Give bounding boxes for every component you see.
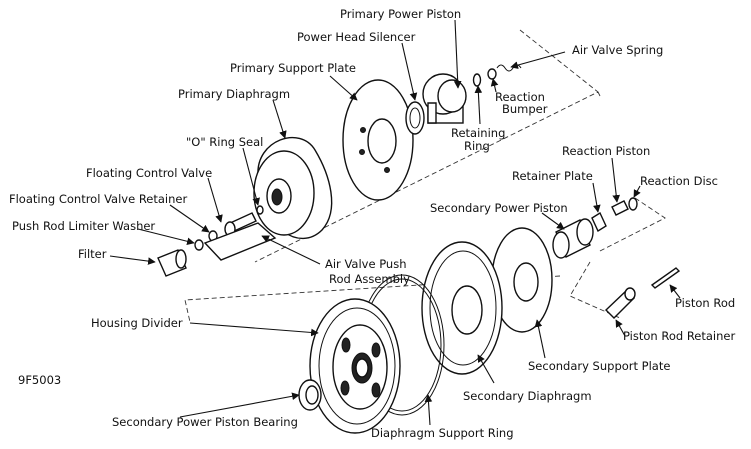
filter	[157, 249, 187, 277]
label-primary-diaphragm: Primary Diaphragm	[178, 87, 290, 101]
leader-lines	[109, 19, 681, 426]
air-valve-push-rod-box	[203, 222, 277, 261]
label-floating-control-valve: Floating Control Valve	[86, 166, 212, 180]
label-power-head-silencer: Power Head Silencer	[297, 30, 416, 44]
figure-code: 9F5003	[18, 373, 61, 387]
label-piston-rod: Piston Rod	[675, 296, 735, 310]
label-piston-rod-retainer: Piston Rod Retainer	[623, 329, 735, 343]
piston-rod-retainer	[604, 287, 636, 319]
label-air-valve-push-rod-2: Rod Assembly	[329, 272, 410, 286]
secondary-support-plate	[491, 227, 553, 333]
push-rod-limiter-washer	[194, 239, 204, 251]
label-reaction-disc: Reaction Disc	[640, 174, 718, 188]
secondary-power-piston-bearing	[298, 379, 322, 411]
housing-divider	[309, 298, 401, 434]
labels: Primary Power Piston Power Head Silencer…	[9, 7, 735, 440]
label-reaction-bumper-2: Bumper	[502, 102, 548, 116]
label-reaction-piston: Reaction Piston	[562, 144, 650, 158]
piston-rod	[650, 267, 681, 289]
label-secondary-power-piston: Secondary Power Piston	[430, 201, 568, 215]
power-head-silencer	[405, 101, 425, 135]
label-primary-support-plate: Primary Support Plate	[230, 61, 356, 75]
label-floating-control-valve-retainer: Floating Control Valve Retainer	[9, 192, 187, 206]
reaction-piston	[611, 200, 629, 216]
label-air-valve-spring: Air Valve Spring	[572, 43, 663, 57]
label-secondary-support-plate: Secondary Support Plate	[528, 359, 670, 373]
o-ring-seal	[256, 205, 264, 215]
label-diaphragm-support-ring: Diaphragm Support Ring	[371, 426, 514, 440]
secondary-power-piston	[552, 218, 594, 259]
label-primary-power-piston: Primary Power Piston	[340, 7, 461, 21]
air-valve-spring	[496, 64, 522, 72]
label-air-valve-push-rod-1: Air Valve Push	[325, 257, 407, 271]
label-reaction-bumper-1: Reaction	[495, 90, 545, 104]
label-retainer-plate: Retainer Plate	[512, 169, 593, 183]
label-retaining-ring-2: Ring	[464, 139, 490, 153]
primary-support-plate	[342, 79, 414, 201]
label-secondary-power-piston-bearing: Secondary Power Piston Bearing	[112, 415, 298, 429]
label-retaining-ring-1: Retaining	[451, 126, 505, 140]
label-secondary-diaphragm: Secondary Diaphragm	[463, 389, 592, 403]
retainer-plate	[591, 211, 607, 233]
primary-diaphragm	[253, 136, 333, 240]
label-o-ring-seal: "O" Ring Seal	[186, 135, 263, 149]
label-filter: Filter	[78, 247, 107, 261]
secondary-diaphragm	[421, 241, 503, 375]
label-housing-divider: Housing Divider	[91, 316, 183, 330]
primary-power-piston	[422, 73, 467, 124]
label-push-rod-limiter-washer: Push Rod Limiter Washer	[12, 219, 155, 233]
assembly-boundary-line	[184, 29, 666, 323]
reaction-disc	[628, 197, 638, 211]
reaction-bumper	[487, 68, 497, 80]
retaining-ring	[472, 73, 482, 87]
